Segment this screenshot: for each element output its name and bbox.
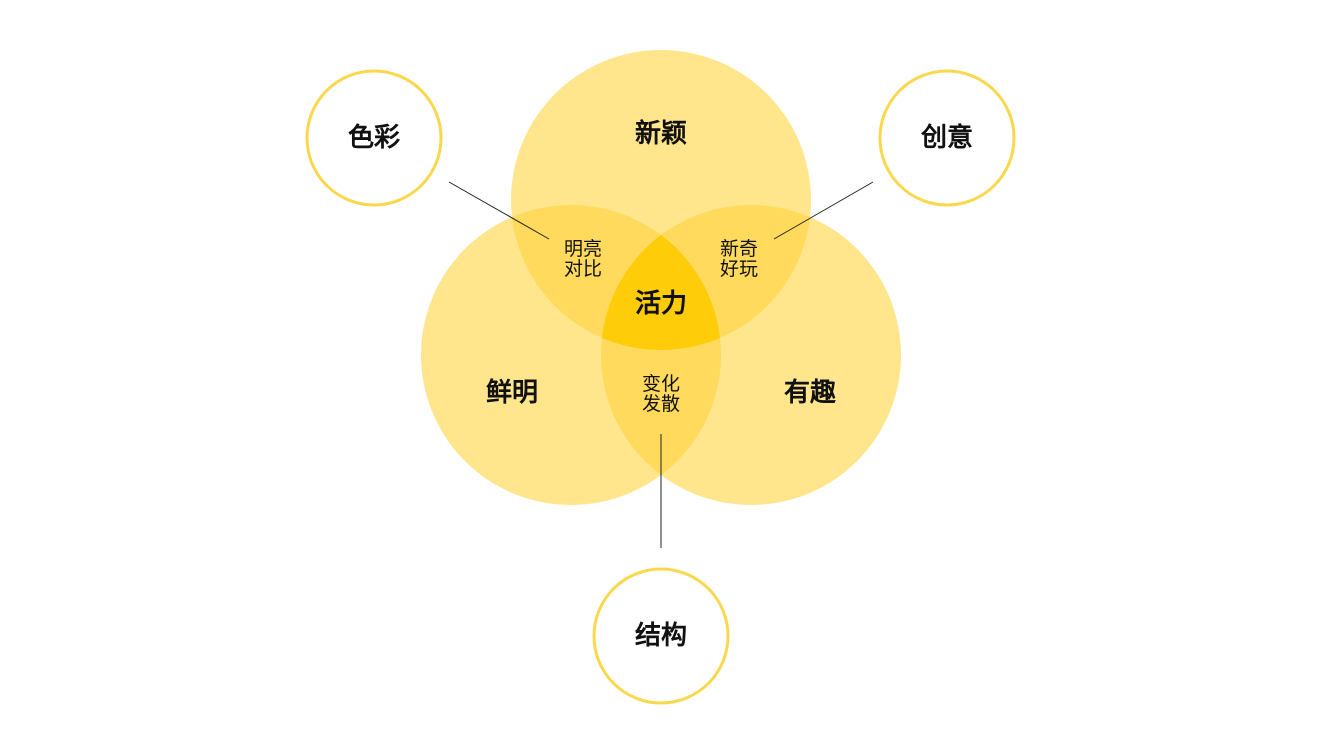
callout-circle-color [305,69,443,207]
label-vivid: 鲜明 [485,378,539,408]
label-contrast: 对比 [563,258,603,280]
callout-circle-structure [592,567,730,705]
label-novel-fun: 新奇 好玩 [720,239,758,279]
label-bright: 明亮 [563,238,603,260]
connector-line-color [448,181,550,240]
label-interesting: 有趣 [783,378,837,408]
label-novel: 新颖 [634,119,688,149]
callout-label-structure: 结构 [634,621,688,651]
connector-line-creativity [773,181,874,240]
label-bright-contrast: 明亮 对比 [564,239,602,279]
callout-circle-creativity [878,69,1016,207]
label-change-diverge: 变化 发散 [642,374,680,414]
label-diverge: 发散 [641,393,681,415]
callout-label-color: 色彩 [347,123,401,153]
callout-label-creativity: 创意 [920,123,974,153]
overlap-center [601,205,721,350]
label-vitality: 活力 [634,289,688,319]
label-change: 变化 [641,373,681,395]
label-novelty: 新奇 [719,238,759,260]
label-fun: 好玩 [719,258,759,280]
